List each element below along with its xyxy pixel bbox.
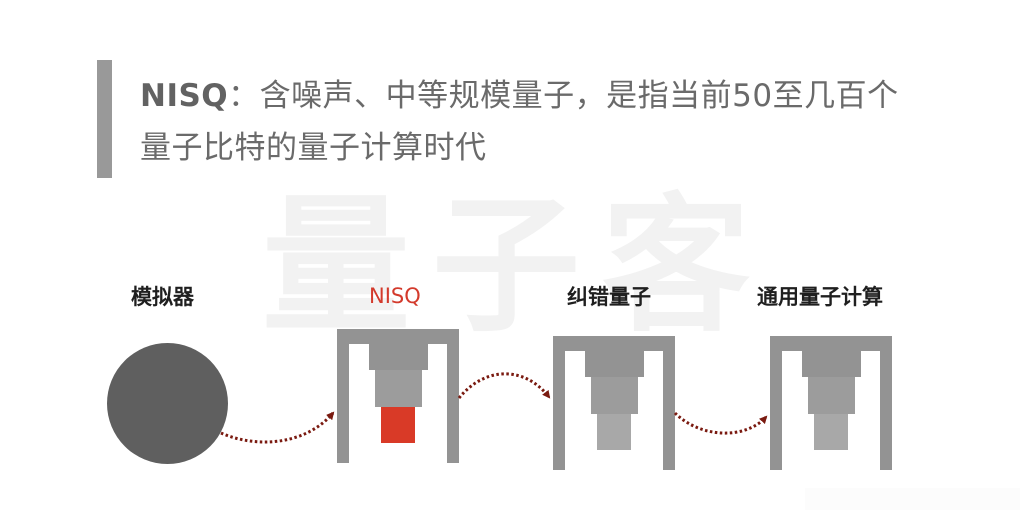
headline: NISQ：含噪声、中等规模量子，是指当前50至几百个 量子比特的量子计算时代 bbox=[140, 70, 960, 174]
corner-tint bbox=[805, 488, 1020, 510]
device-frame-right bbox=[447, 329, 459, 463]
headline-line-1: NISQ：含噪声、中等规模量子，是指当前50至几百个 bbox=[140, 70, 960, 122]
accent-bar bbox=[97, 60, 112, 178]
error-corrected-device-icon bbox=[553, 336, 675, 470]
arrow-simulator-to-nisq bbox=[220, 411, 335, 444]
simulator-circle-icon bbox=[107, 343, 228, 464]
headline-line-1-text: 含噪声、中等规模量子，是指当前50至几百个 bbox=[259, 78, 899, 114]
device-frame-left bbox=[770, 336, 782, 470]
nisq-device-icon bbox=[337, 329, 459, 463]
device-tier-1 bbox=[369, 344, 428, 370]
device-tier-2 bbox=[375, 370, 422, 407]
device-frame-top bbox=[770, 336, 892, 351]
stage-label-error-corrected: 纠错量子 bbox=[567, 285, 651, 309]
device-frame-left bbox=[337, 329, 349, 463]
device-frame-top bbox=[553, 336, 675, 351]
headline-separator: ： bbox=[228, 78, 260, 114]
device-frame-right bbox=[880, 336, 892, 470]
universal-device-icon bbox=[770, 336, 892, 470]
stage-label-nisq: NISQ bbox=[369, 284, 421, 308]
device-frame-top bbox=[337, 329, 459, 344]
device-tier-2 bbox=[591, 377, 638, 414]
headline-term: NISQ bbox=[140, 78, 229, 114]
device-tier-3-red bbox=[381, 407, 415, 443]
device-tier-3 bbox=[814, 414, 848, 450]
device-tier-1 bbox=[802, 351, 861, 377]
device-frame-left bbox=[553, 336, 565, 470]
device-tier-2 bbox=[808, 377, 855, 414]
device-frame-right bbox=[663, 336, 675, 470]
watermark: 量子客 bbox=[262, 180, 772, 352]
device-tier-3 bbox=[597, 414, 631, 450]
arrow-error-corrected-to-universal bbox=[673, 411, 768, 435]
stage-label-simulator: 模拟器 bbox=[131, 285, 194, 309]
device-tier-1 bbox=[585, 351, 644, 377]
stage-label-universal: 通用量子计算 bbox=[757, 285, 883, 309]
headline-line-2: 量子比特的量子计算时代 bbox=[140, 130, 487, 166]
arrow-nisq-to-error-corrected bbox=[457, 372, 551, 399]
